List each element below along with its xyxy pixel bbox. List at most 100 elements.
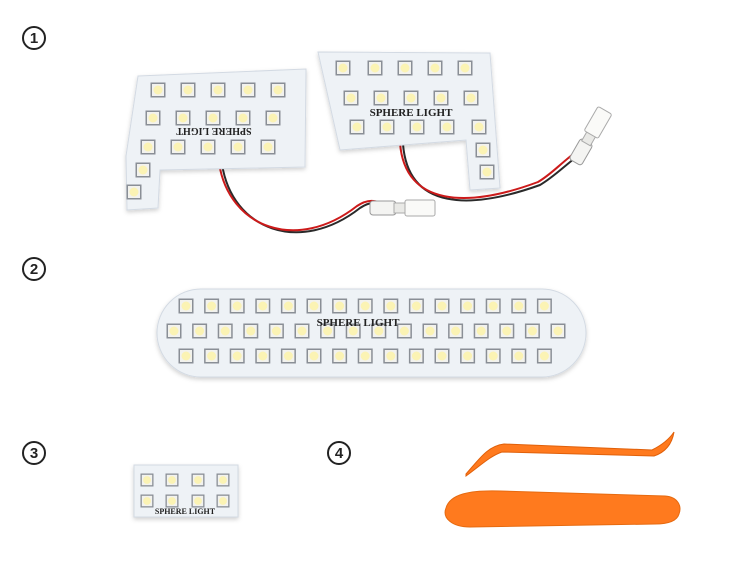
led-chip-light — [148, 113, 158, 123]
led-chip-light — [335, 351, 345, 361]
led-chip-light — [168, 497, 176, 505]
led-chip-light — [539, 301, 549, 311]
led-chip-light — [181, 351, 191, 361]
led-chip-light — [482, 167, 492, 177]
led-chip-light — [178, 113, 188, 123]
led-chip-light — [436, 93, 446, 103]
brand-label-long: SPHERE LIGHT — [317, 317, 400, 329]
led-chip-light — [143, 497, 151, 505]
led-chip-light — [243, 85, 253, 95]
led-chip-light — [173, 142, 183, 152]
led-grid-front-right — [335, 60, 495, 180]
led-chip-light — [207, 351, 217, 361]
t10-socket-left — [369, 199, 436, 217]
led-chip-light — [258, 351, 268, 361]
led-chip-light — [283, 301, 293, 311]
led-chip-light — [183, 85, 193, 95]
led-chip-light — [442, 122, 452, 132]
led-chip-light — [271, 326, 281, 336]
led-chip-light — [411, 351, 421, 361]
led-chip-light — [208, 113, 218, 123]
pry-tool-thin — [465, 431, 675, 477]
brand-label-front-left: SPHERE LIGHT — [176, 125, 252, 136]
led-chip-light — [143, 476, 151, 484]
led-chip-light — [360, 351, 370, 361]
led-chip-light — [399, 326, 409, 336]
led-chip-light — [263, 142, 273, 152]
led-chip-light — [514, 301, 524, 311]
led-chip-light — [143, 142, 153, 152]
led-chip-light — [474, 122, 484, 132]
led-chip-light — [451, 326, 461, 336]
led-chip-light — [437, 301, 447, 311]
led-chip-light — [335, 301, 345, 311]
led-chip-light — [488, 301, 498, 311]
led-grid-small — [140, 473, 230, 508]
led-chip-light — [502, 326, 512, 336]
led-chip-light — [203, 142, 213, 152]
led-chip-light — [476, 326, 486, 336]
led-chip-light — [437, 351, 447, 361]
led-chip-light — [346, 93, 356, 103]
led-chip-light — [514, 351, 524, 361]
led-chip-light — [181, 301, 191, 311]
led-chip-light — [374, 326, 384, 336]
led-chip-light — [539, 351, 549, 361]
led-chip-light — [406, 93, 416, 103]
led-chip-light — [382, 122, 392, 132]
led-chip-light — [153, 85, 163, 95]
led-chip-light — [348, 326, 358, 336]
brand-label-front-right: SPHERE LIGHT — [370, 107, 453, 119]
led-chip-light — [370, 63, 380, 73]
led-chip-light — [430, 63, 440, 73]
led-chip-light — [220, 326, 230, 336]
led-chip-light — [463, 301, 473, 311]
led-board-front-left — [125, 68, 307, 211]
led-chip-light — [238, 113, 248, 123]
led-chip-light — [412, 122, 422, 132]
led-chip-light — [138, 165, 148, 175]
brand-label-small: SPHERE LIGHT — [155, 507, 216, 516]
led-chip-light — [232, 351, 242, 361]
led-chip-light — [323, 326, 333, 336]
led-chip-light — [309, 351, 319, 361]
led-chip-light — [194, 476, 202, 484]
led-chip-light — [213, 85, 223, 95]
item-number-1: 1 — [22, 26, 46, 50]
led-chip-light — [195, 326, 205, 336]
pry-tool-wide — [444, 490, 681, 528]
led-chip-light — [376, 93, 386, 103]
led-grid-front-left — [126, 82, 286, 200]
led-chip-light — [463, 351, 473, 361]
led-chip-light — [246, 326, 256, 336]
led-chip-light — [129, 187, 139, 197]
led-chip-light — [194, 497, 202, 505]
led-chip-light — [233, 142, 243, 152]
led-chip-light — [488, 351, 498, 361]
led-chip-light — [283, 351, 293, 361]
led-chip-light — [553, 326, 563, 336]
led-chip-light — [207, 301, 217, 311]
led-chip-light — [466, 93, 476, 103]
led-chip-light — [309, 301, 319, 311]
led-chip-light — [527, 326, 537, 336]
t10-socket-right — [569, 106, 612, 166]
item-number-2: 2 — [22, 257, 46, 281]
led-chip-light — [297, 326, 307, 336]
led-chip-light — [273, 85, 283, 95]
led-chip-light — [478, 145, 488, 155]
led-chip-light — [338, 63, 348, 73]
led-grid-long — [166, 298, 566, 364]
led-chip-light — [268, 113, 278, 123]
led-board-front-right — [317, 51, 501, 191]
led-chip-light — [425, 326, 435, 336]
led-chip-light — [219, 476, 227, 484]
led-chip-light — [411, 301, 421, 311]
led-chip-light — [400, 63, 410, 73]
led-chip-light — [258, 301, 268, 311]
led-chip-light — [168, 476, 176, 484]
led-chip-light — [169, 326, 179, 336]
led-chip-light — [360, 301, 370, 311]
led-chip-light — [386, 351, 396, 361]
